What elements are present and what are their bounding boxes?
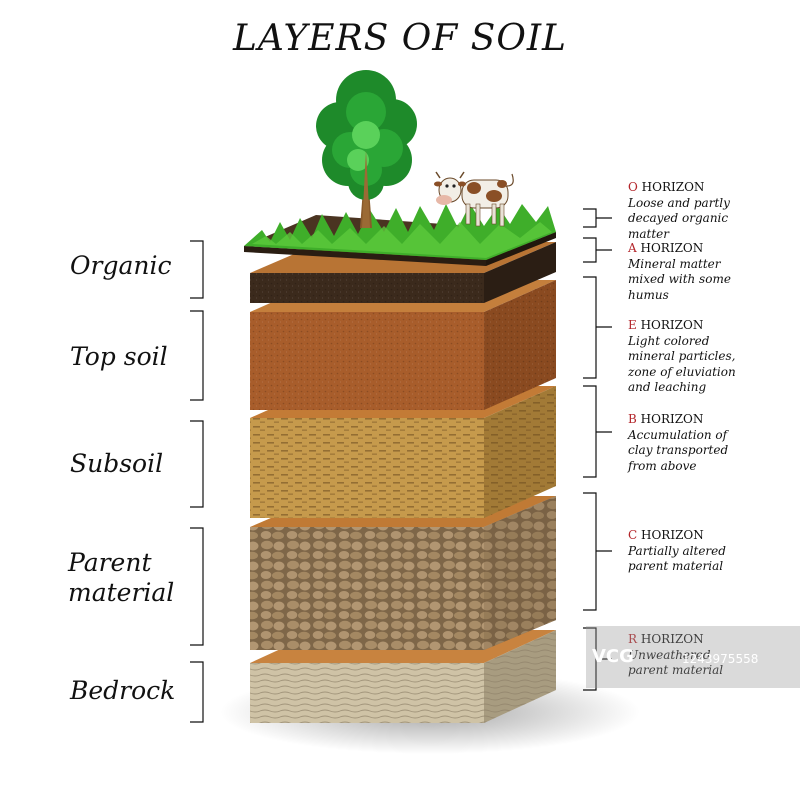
horizon-letter: E [628, 318, 637, 332]
horizon-description: Light colored mineral particles, zone of… [628, 333, 736, 395]
horizon-description: Unweathered parent material [628, 647, 724, 678]
horizon-e: E HORIZON Light colored mineral particle… [628, 318, 798, 396]
bracket-o-horizon [583, 208, 612, 228]
bracket-topsoil [190, 310, 204, 401]
bracket-bedrock [190, 661, 204, 723]
horizon-name: HORIZON [636, 241, 704, 255]
bracket-b-horizon [583, 385, 612, 478]
horizon-letter: O [628, 180, 638, 194]
horizon-b: B HORIZON Accumulation of clay transport… [628, 412, 798, 474]
horizon-letter: A [628, 241, 637, 255]
horizon-description: Partially altered parent material [628, 543, 726, 574]
horizon-c: C HORIZON Partially altered parent mater… [628, 528, 798, 575]
horizon-name: HORIZON [637, 180, 705, 194]
horizon-name: HORIZON [637, 528, 704, 542]
bracket-e-horizon [583, 276, 612, 379]
bracket-subsoil [190, 420, 204, 508]
horizon-description: Accumulation of clay transported from ab… [628, 427, 729, 473]
label-topsoil: Top soil [70, 342, 168, 371]
horizon-letter: C [628, 528, 638, 542]
horizon-letter: B [628, 412, 637, 426]
horizon-o: O HORIZON Loose and partly decayed organ… [628, 180, 798, 242]
tree-icon [316, 70, 417, 228]
horizon-name: HORIZON [636, 412, 704, 426]
left-brackets [190, 240, 204, 723]
label-parent-material: Parent material [68, 548, 175, 607]
cow-icon [434, 171, 514, 227]
bracket-parent [190, 527, 204, 646]
horizon-name: HORIZON [636, 318, 704, 332]
label-bedrock: Bedrock [70, 676, 176, 705]
horizon-r: R HORIZON Unweathered parent material [628, 632, 798, 679]
horizon-letter: R [628, 632, 638, 646]
bracket-a-horizon [583, 237, 612, 263]
horizon-description: Mineral matter mixed with some humus [628, 256, 731, 302]
diagram-title: LAYERS OF SOIL [233, 18, 567, 59]
horizon-a: A HORIZON Mineral matter mixed with some… [628, 241, 798, 303]
watermark-logo: VCG [592, 646, 634, 667]
watermark: VCG 1243975558 [586, 626, 800, 688]
horizon-description: Loose and partly decayed organic matter [628, 195, 730, 241]
right-brackets [583, 208, 612, 691]
bracket-organic [190, 240, 204, 299]
bracket-r-horizon [583, 627, 612, 691]
bracket-c-horizon [583, 492, 612, 611]
parent-material-layer [250, 496, 556, 650]
label-organic: Organic [70, 251, 172, 280]
label-subsoil: Subsoil [70, 449, 164, 478]
watermark-id: 1243975558 [682, 652, 759, 666]
horizon-name: HORIZON [637, 632, 704, 646]
